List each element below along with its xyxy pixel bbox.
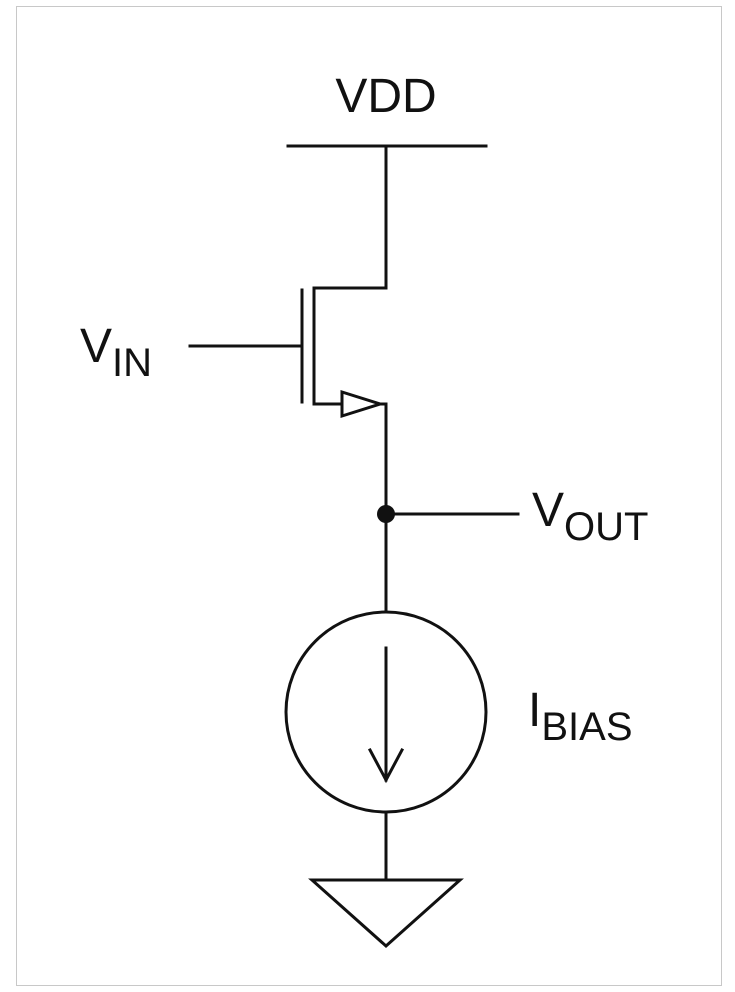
diagram-frame — [16, 6, 722, 986]
source-arrow — [340, 389, 385, 419]
vin-label-sub: IN — [112, 341, 152, 385]
ibias-label-main: I — [528, 684, 541, 737]
vout-label: VOUT — [532, 484, 648, 549]
vin-label-main: V — [80, 320, 112, 373]
vout-label-main: V — [532, 484, 564, 537]
ground-symbol — [308, 878, 464, 949]
current-arrow-head — [367, 747, 405, 784]
vin-label: VIN — [80, 320, 152, 385]
ibias-label: IBIAS — [528, 684, 633, 749]
output-node-dot — [377, 505, 395, 523]
vout-label-sub: OUT — [564, 505, 648, 549]
vdd-label: VDD — [335, 70, 436, 123]
ibias-label-sub: BIAS — [541, 705, 632, 749]
